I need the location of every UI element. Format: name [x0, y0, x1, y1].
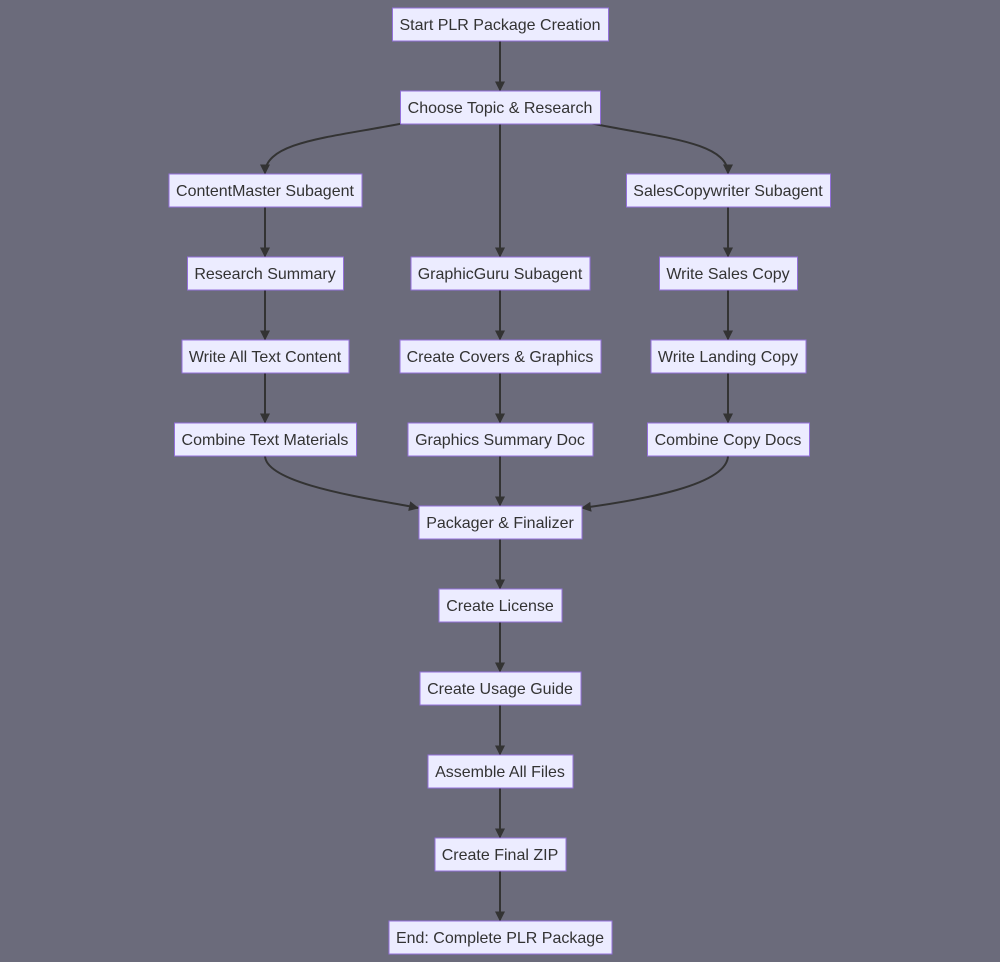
node-label: Create Covers & Graphics: [407, 349, 594, 366]
node-graphicsdoc: Graphics Summary Doc: [407, 422, 594, 457]
node-box: [659, 256, 798, 291]
node-box: [388, 920, 613, 955]
edge-topic-to-content: [260, 122, 403, 175]
node-box: [438, 588, 563, 623]
node-covers: Create Covers & Graphics: [399, 339, 602, 374]
edges-layer: [260, 40, 733, 922]
node-label: Choose Topic & Research: [408, 100, 593, 117]
edge-combinecopy-to-packager: [581, 455, 729, 512]
edge-combinetext-to-packager: [264, 455, 419, 512]
node-box: [427, 754, 574, 789]
node-box: [181, 339, 350, 374]
node-label: Graphics Summary Doc: [415, 432, 585, 449]
node-box: [400, 90, 601, 125]
node-combinetext: Combine Text Materials: [174, 422, 357, 457]
node-zip: Create Final ZIP: [434, 837, 567, 872]
node-box: [407, 422, 594, 457]
node-box: [650, 339, 807, 374]
node-box: [174, 422, 357, 457]
node-box: [399, 339, 602, 374]
node-label: Combine Copy Docs: [655, 432, 802, 449]
node-label: GraphicGuru Subagent: [418, 266, 583, 283]
node-box: [168, 173, 363, 208]
node-label: SalesCopywriter Subagent: [633, 183, 823, 200]
node-box: [419, 671, 582, 706]
node-box: [647, 422, 810, 457]
edge-topic-to-sales: [591, 122, 733, 175]
node-content: ContentMaster Subagent: [168, 173, 363, 208]
node-assemble: Assemble All Files: [427, 754, 574, 789]
node-packager: Packager & Finalizer: [418, 505, 583, 540]
node-end: End: Complete PLR Package: [388, 920, 613, 955]
node-research: Research Summary: [187, 256, 344, 291]
node-label: Write Sales Copy: [666, 266, 789, 283]
node-box: [434, 837, 567, 872]
node-label: Write All Text Content: [189, 349, 342, 366]
node-box: [410, 256, 591, 291]
node-label: Combine Text Materials: [182, 432, 349, 449]
node-combinecopy: Combine Copy Docs: [647, 422, 810, 457]
node-topic: Choose Topic & Research: [400, 90, 601, 125]
node-landing: Write Landing Copy: [650, 339, 807, 374]
node-label: Start PLR Package Creation: [400, 17, 601, 34]
node-graphic: GraphicGuru Subagent: [410, 256, 591, 291]
node-label: End: Complete PLR Package: [396, 930, 604, 947]
node-start: Start PLR Package Creation: [392, 7, 609, 42]
node-label: ContentMaster Subagent: [176, 183, 354, 200]
node-label: Write Landing Copy: [658, 349, 798, 366]
node-box: [418, 505, 583, 540]
node-label: Create Final ZIP: [442, 847, 558, 864]
node-label: Create License: [446, 598, 554, 615]
node-usage: Create Usage Guide: [419, 671, 582, 706]
node-sales: SalesCopywriter Subagent: [626, 173, 831, 208]
node-label: Research Summary: [194, 266, 335, 283]
node-label: Packager & Finalizer: [426, 515, 574, 532]
node-label: Assemble All Files: [435, 764, 565, 781]
node-license: Create License: [438, 588, 563, 623]
node-box: [392, 7, 609, 42]
node-writetext: Write All Text Content: [181, 339, 350, 374]
node-salescopy: Write Sales Copy: [659, 256, 798, 291]
node-box: [187, 256, 344, 291]
node-label: Create Usage Guide: [427, 681, 573, 698]
node-box: [626, 173, 831, 208]
